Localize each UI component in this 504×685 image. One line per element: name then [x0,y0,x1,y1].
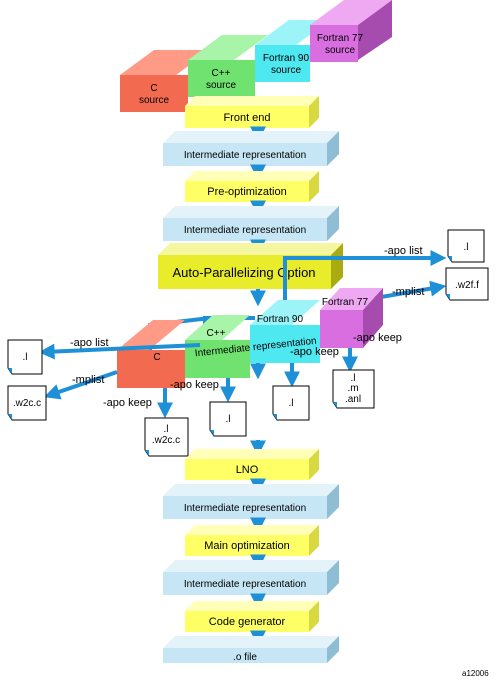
source-f90: Fortran 90 source [255,45,310,82]
band-cpp-label: C++ [207,328,226,339]
band-f90-label: Fortran 90 [257,314,304,325]
source-f90-line1: Fortran 90 [263,53,310,64]
apo-outputs: -apo list -mplist .l .w2f.f [283,229,489,305]
source-f77: Fortran 77 source [310,25,364,62]
mainopt-box: Main optimization [185,525,319,556]
source-c: C source [120,75,188,112]
apo-label: Auto-Parallelizing Option [172,265,315,280]
preopt-box: Pre-optimization [185,171,319,202]
ir2-box: Intermediate representation [163,206,339,241]
source-f90-line2: source [271,65,301,76]
apo-keep-label-f77: -apo keep [353,332,402,344]
apo-list-label-left: -apo list [70,337,109,349]
ir1-box: Intermediate representation [163,131,339,166]
file-icon-l-m-anl: .l .m .anl [332,369,375,409]
file-l-f90-label: .l [289,398,294,409]
file-l-w2c-line2: .w2c.c [152,435,180,446]
source-f77-line1: Fortran 77 [317,33,364,44]
ir4-box: Intermediate representation [163,484,339,519]
arrow-apo-list-left [38,343,201,360]
source-f77-line2: source [325,45,355,56]
preopt-label: Pre-optimization [207,186,286,198]
source-cpp: C++ source [188,60,255,97]
apo-box: Auto-Parallelizing Option [158,243,343,289]
arrow-apo-list-right [283,250,447,305]
mplist-label-right: -mplist [392,286,424,298]
mainopt-label: Main optimization [204,540,290,552]
file-l-w2c-line1: .l [164,424,169,435]
left-outputs: -apo list -mplist .l .w2c.c [7,337,201,421]
band-c-label: C [153,352,160,363]
apo-keep-label-cpp: -apo keep [170,379,219,391]
file-l-m-anl-line1: .l [351,373,356,384]
band-c [117,350,185,388]
ir5-box: Intermediate representation [163,560,339,595]
file-w2f-label: .w2f.f [455,280,479,291]
apo-keep-label-f90: -apo keep [290,346,339,358]
file-icon-l-topright: .l [447,229,485,263]
apo-keep-label-c: -apo keep [103,397,152,409]
file-l-cpp-label: .l [226,414,231,425]
file-l-m-anl-line2: .m [347,383,358,394]
lno-label: LNO [236,464,259,476]
file-icon-w2c: .w2c.c [7,385,47,421]
arrow-mplist-right [374,280,447,300]
band-f77 [320,310,363,348]
file-l-m-anl-line3: .anl [345,394,361,405]
ir5-label: Intermediate representation [184,579,306,590]
mid-band: C C++ Fortran 90 Fortran 77 Intermediate… [117,288,383,388]
ofile-label: .o file [233,652,257,663]
lno-box: LNO [185,449,319,480]
ir4-label: Intermediate representation [184,503,306,514]
codegen-box: Code generator [185,601,319,632]
lower-pipeline: LNO Intermediate representation Main opt… [163,440,339,663]
band-f77-label: Fortran 77 [322,297,369,308]
source-c-line1: C [150,83,157,94]
source-c-line2: source [139,95,169,106]
file-icon-w2f: .w2f.f [445,267,489,301]
front-end-box: Front end [185,96,319,128]
file-l-topright-label: .l [464,242,469,253]
file-icon-l-left: .l [7,339,43,375]
upper-pipeline: Front end Intermediate representation Pr… [158,96,343,289]
source-cpp-line1: C++ [212,68,231,79]
keep-outputs: -apo keep -apo keep -apo keep -apo keep … [103,332,402,457]
ir1-label: Intermediate representation [184,150,306,161]
ofile-box: .o file [163,636,339,663]
file-w2c-label: .w2c.c [13,398,41,409]
ir2-label: Intermediate representation [184,225,306,236]
band-f90 [250,325,320,363]
top-sources: C source C++ source Fortran 90 source Fo… [120,0,392,112]
credit-label: a12006 [462,669,489,678]
apo-list-label-right: -apo list [384,245,423,257]
file-icon-l-cpp: .l [209,401,247,437]
front-end-label: Front end [223,112,270,124]
codegen-label: Code generator [209,616,286,628]
mplist-label-left: -mplist [72,374,104,386]
file-icon-l-w2c: .l .w2c.c [144,417,189,457]
file-l-left-label: .l [23,352,28,363]
source-cpp-line2: source [206,80,236,91]
arrow-mplist-left [43,370,118,400]
file-icon-l-f90: .l [272,385,310,421]
